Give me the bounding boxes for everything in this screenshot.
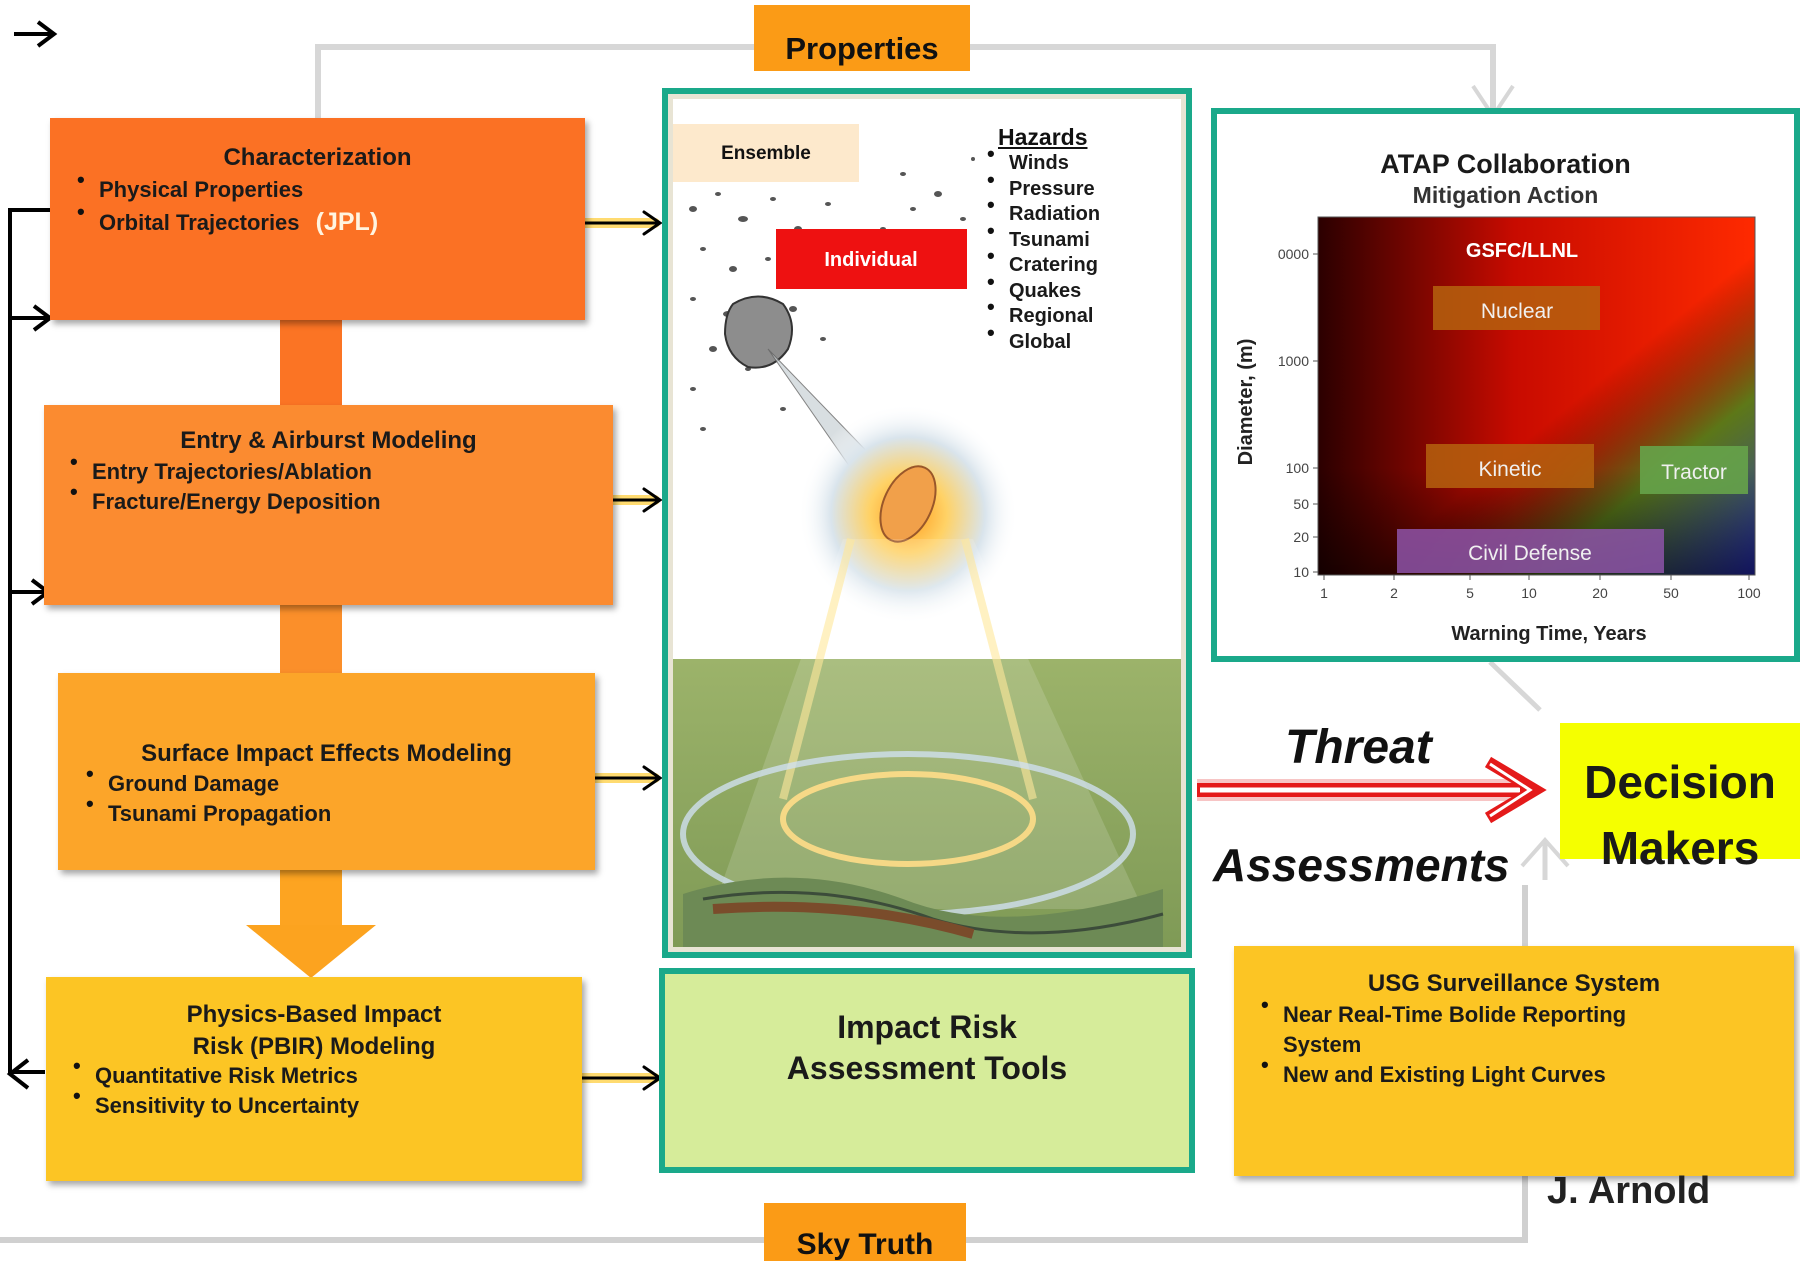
y-tick-label: 50 xyxy=(1293,496,1309,512)
author-label: J. Arnold xyxy=(1547,1170,1711,1212)
x-tick-label: 5 xyxy=(1466,585,1474,601)
list-item: Quakes xyxy=(987,269,1168,305)
jpl-label: (JPL) xyxy=(315,208,379,236)
assessments-label: Assessments xyxy=(1213,839,1510,891)
x-tick-label: 10 xyxy=(1521,585,1537,601)
characterization-box: Characterization Physical Properties Orb… xyxy=(50,118,585,320)
risk-tools-line2: Assessment Tools xyxy=(786,1050,1068,1086)
decision-line1: Decision xyxy=(1584,756,1776,808)
ensemble-label: Ensemble xyxy=(721,143,811,164)
illustration-panel: Ensemble Individual Hazards Winds Pressu… xyxy=(662,88,1192,958)
region-label: Tractor xyxy=(1661,461,1727,484)
surface-impact-list: Ground Damage Tsunami Propagation xyxy=(86,759,331,829)
entry-airburst-list: Entry Trajectories/Ablation Fracture/Ene… xyxy=(70,447,381,517)
y-tick-label: 20 xyxy=(1293,529,1309,545)
list-item: Tsunami Propagation xyxy=(86,789,331,829)
list-item: Pressure xyxy=(987,167,1168,203)
atap-panel: ATAP Collaboration Mitigation Action xyxy=(1211,108,1800,662)
usg-box: USG Surveillance System Near Real-Time B… xyxy=(1234,946,1794,1176)
hazards-panel: Hazards Winds Pressure Radiation Tsunami… xyxy=(968,124,1168,355)
characterization-list: Physical Properties Orbital Trajectories… xyxy=(77,164,379,239)
pbir-box: Physics-Based Impact Risk (PBIR) Modelin… xyxy=(46,977,582,1181)
x-tick-label: 100 xyxy=(1737,585,1761,601)
list-item: Physical Properties xyxy=(77,164,378,206)
entry-airburst-box: Entry & Airburst Modeling Entry Trajecto… xyxy=(44,405,613,605)
atap-subtitle: Mitigation Action xyxy=(1412,182,1599,208)
nuclear-region xyxy=(1433,286,1600,330)
y-tick-label: 100 xyxy=(1286,460,1310,476)
surface-impact-title: Surface Impact Effects Modeling xyxy=(141,740,512,767)
y-tick-label: 10 xyxy=(1293,564,1309,580)
list-item: Radiation xyxy=(987,192,1168,228)
individual-label: Individual xyxy=(824,249,917,271)
list-item: Tsunami xyxy=(987,218,1168,254)
x-tick-label: 1 xyxy=(1320,585,1328,601)
sky-truth-label: Sky Truth xyxy=(764,1203,966,1261)
pbir-title-line1: Physics-Based Impact xyxy=(186,1001,442,1028)
list-item: Regional xyxy=(987,294,1168,330)
x-tick-label: 20 xyxy=(1592,585,1608,601)
gsfc-label: GSFC/LLNL xyxy=(1466,240,1578,262)
list-item: Ground Damage xyxy=(86,759,331,799)
list-item: Entry Trajectories/Ablation xyxy=(70,447,381,487)
threat-label: Threat xyxy=(1285,721,1432,774)
list-item: Quantitative Risk Metrics xyxy=(73,1051,359,1091)
usg-title: USG Surveillance System xyxy=(1367,970,1661,997)
list-item: Cratering xyxy=(987,243,1168,279)
pbir-title-line2: Risk (PBIR) Modeling xyxy=(192,1033,436,1060)
asteroid-icon xyxy=(723,295,793,369)
civil-defense-region xyxy=(1397,529,1664,573)
y-tick-label: 0000 xyxy=(1278,246,1309,262)
chart-xlabel: Warning Time, Years xyxy=(1451,623,1646,645)
chart-ylabel: Diameter, (m) xyxy=(1235,339,1257,466)
kinetic-region xyxy=(1426,444,1594,488)
region-label: Nuclear xyxy=(1481,300,1553,323)
atap-title: ATAP Collaboration xyxy=(1380,149,1631,179)
characterization-title: Characterization xyxy=(223,144,412,171)
hazards-list: Winds Pressure Radiation Tsunami Crateri… xyxy=(987,141,1168,356)
list-item: New and Existing Light Curves xyxy=(1261,1050,1626,1090)
list-item: Orbital Trajectories (JPL) xyxy=(77,196,379,239)
region-label: Civil Defense xyxy=(1468,542,1592,565)
ensemble-box xyxy=(673,124,859,182)
tractor-region xyxy=(1640,446,1748,494)
decision-line2: Makers xyxy=(1600,822,1760,874)
properties-label: Properties xyxy=(754,5,970,71)
region-label: Kinetic xyxy=(1478,458,1541,481)
connector-lines xyxy=(0,20,1570,1243)
list-item: Winds xyxy=(987,141,1168,177)
surface-impact-box: Surface Impact Effects Modeling Ground D… xyxy=(58,673,595,870)
x-tick-label: 50 xyxy=(1663,585,1679,601)
decision-makers-box: Decision Makers xyxy=(1560,723,1800,874)
pbir-list: Quantitative Risk Metrics Sensitivity to… xyxy=(73,1051,359,1121)
hazards-title: Hazards xyxy=(998,124,1088,150)
individual-box xyxy=(776,229,967,289)
entry-airburst-title: Entry & Airburst Modeling xyxy=(180,427,477,454)
list-item: Global xyxy=(987,320,1168,356)
x-tick-label: 2 xyxy=(1390,585,1398,601)
risk-tools-line1: Impact Risk xyxy=(837,1009,1017,1045)
impact-illustration: Ensemble Individual xyxy=(673,99,1181,947)
mitigation-chart: 0000 1000 100 50 20 10 1 2 5 10 20 50 100 Nuclear Ki… xyxy=(1235,216,1761,645)
list-item: Fracture/Energy Deposition xyxy=(70,477,380,517)
risk-tools-box: Impact Risk Assessment Tools xyxy=(659,968,1195,1173)
list-item: Sensitivity to Uncertainty xyxy=(73,1081,359,1121)
y-tick-label: 1000 xyxy=(1278,353,1309,369)
